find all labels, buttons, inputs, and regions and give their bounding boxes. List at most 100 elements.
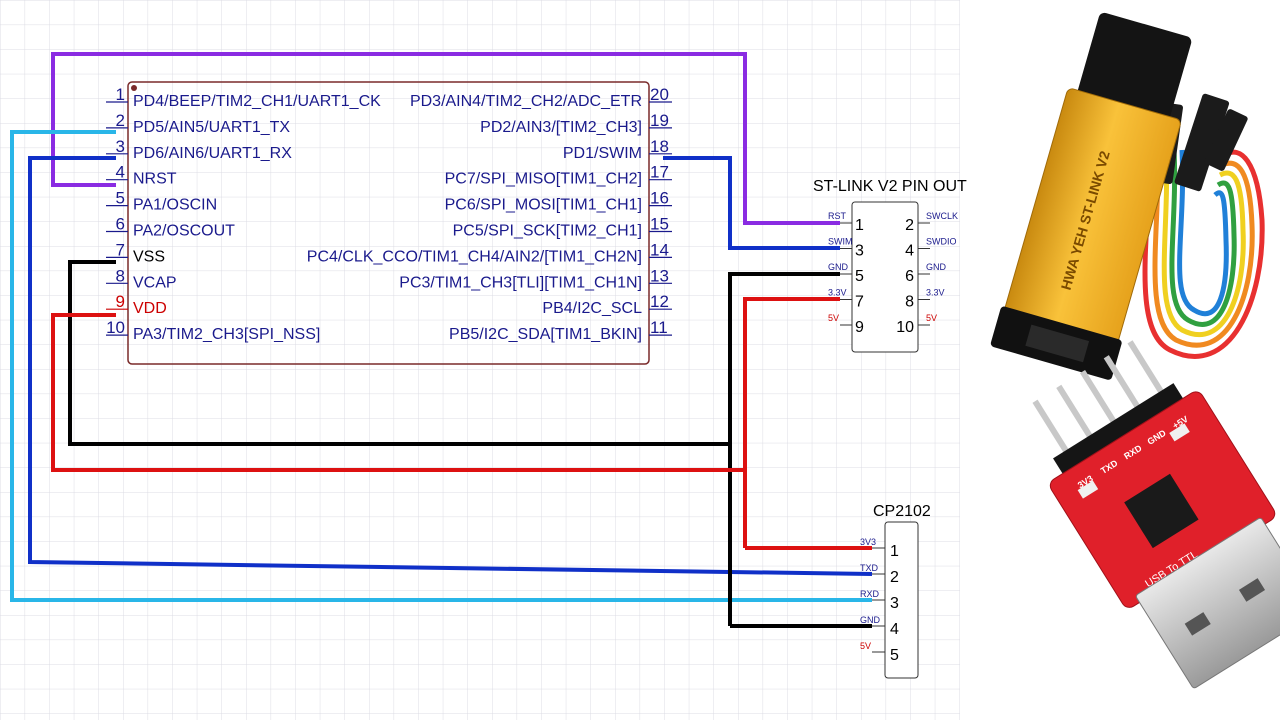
mcu-pin-name: PD2/AIN3/[TIM2_CH3]	[480, 119, 642, 136]
mcu-pin-name: VSS	[133, 248, 165, 265]
mcu-pin-name: PC3/TIM1_CH3[TLI][TIM1_CH1N]	[399, 274, 642, 291]
mcu-pin-number: 18	[650, 137, 669, 156]
mcu-pin-number: 11	[650, 318, 668, 337]
mcu-pin-number: 9	[116, 292, 125, 311]
mcu-pin-number: 14	[650, 240, 669, 259]
cp2102-pin-number: 2	[890, 569, 899, 586]
stlink-left-label: GND	[828, 262, 849, 272]
mcu-pin-13: 13 PC3/TIM1_CH3[TLI][TIM1_CH1N]	[399, 266, 672, 291]
stlink-right-number: 10	[896, 319, 914, 336]
mcu-pin-name: PD5/AIN5/UART1_TX	[133, 119, 290, 136]
mcu-pin-name: PA1/OSCIN	[133, 197, 217, 214]
cp2102-pin-2: TXD 2	[860, 563, 899, 586]
mcu-pin-8: 8 VCAP	[106, 266, 177, 291]
usb-chip	[1124, 473, 1199, 549]
mcu-pin-number: 17	[650, 163, 669, 182]
stlink-right-label: SWCLK	[926, 211, 958, 221]
wire-3v3	[743, 297, 840, 548]
mcu-pin-name: NRST	[133, 171, 177, 188]
wire-swim	[663, 156, 840, 250]
mcu-pin-9: 9 VDD	[106, 292, 167, 317]
mcu-pin-name: PB4/I2C_SCL	[542, 300, 642, 317]
mcu-pin-name: VCAP	[133, 274, 177, 291]
stlink-left-label: SWIM	[828, 237, 853, 247]
mcu-pin-name: PD1/SWIM	[563, 145, 642, 162]
mcu-body	[127, 81, 650, 365]
stlink-left-label: 5V	[828, 313, 839, 323]
cp2102-pin-number: 4	[890, 621, 899, 638]
mcu-pin-name: PC4/CLK_CCO/TIM1_CH4/AIN2/[TIM1_CH2N]	[307, 248, 642, 265]
wire-gnd	[68, 260, 730, 446]
stlink-body	[851, 201, 919, 353]
mcu-pin-number: 12	[650, 292, 669, 311]
mcu-pin-name: PD6/AIN6/UART1_RX	[133, 145, 292, 162]
stlink-left-number: 3	[855, 243, 864, 260]
wire-gnd-stlink	[728, 272, 840, 626]
mcu-pin-14: 14 PC4/CLK_CCO/TIM1_CH4/AIN2/[TIM1_CH2N]	[307, 240, 672, 265]
mcu-pin-number: 20	[650, 85, 669, 104]
mcu-pin-name: PA3/TIM2_CH3[SPI_NSS]	[133, 326, 320, 343]
stlink-right-label: SWDIO	[926, 237, 957, 247]
cp2102-pin-label: TXD	[860, 563, 879, 573]
stlink-left-label: RST	[828, 211, 847, 221]
cp2102-pin-label: GND	[860, 615, 881, 625]
mcu-pin1-dot	[131, 85, 137, 91]
mcu-pin-name: PD3/AIN4/TIM2_CH2/ADC_ETR	[410, 93, 642, 110]
mcu-pin-name: PC6/SPI_MOSI[TIM1_CH1]	[445, 197, 642, 214]
stlink-right-label: GND	[926, 262, 947, 272]
stlink-left-number: 5	[855, 268, 864, 285]
header-pins	[1032, 340, 1188, 481]
wire-rx-txd	[28, 156, 873, 576]
mcu-pin-11: 11 PB5/I2C_SDA[TIM1_BKIN]	[449, 318, 672, 343]
stlink-left-number: 1	[855, 217, 864, 234]
cp2102-pin-5: 5V5	[860, 641, 899, 664]
mcu-pin-number: 8	[116, 266, 125, 285]
usb-plug	[1135, 517, 1280, 689]
mcu-pin-name: PA2/OSCOUT	[133, 223, 235, 240]
stlink-left-number: 9	[855, 319, 864, 336]
cp2102-title: CP2102	[873, 503, 931, 520]
mcu-pin-number: 7	[116, 240, 125, 259]
cp2102-pin-label: 5V	[860, 641, 871, 651]
mcu-pin-name: PB5/I2C_SDA[TIM1_BKIN]	[449, 326, 642, 343]
stlink-right-label: 3.3V	[926, 288, 945, 298]
stlink-row-5: GND 5 6 GND	[828, 262, 947, 285]
stlink-left-number: 7	[855, 294, 864, 311]
cp2102-pin-number: 3	[890, 595, 899, 612]
wires	[10, 52, 873, 628]
stlink-right-number: 4	[905, 243, 914, 260]
stlink-right-number: 6	[905, 268, 914, 285]
mcu-pin-name: PC7/SPI_MISO[TIM1_CH2]	[445, 171, 642, 188]
stlink-v2-photo: HWA YEH ST-LINK V2	[990, 12, 1265, 380]
mcu-pin-18: 18 PD1/SWIM	[563, 137, 672, 162]
mcu-pin-15: 15 PC5/SPI_SCK[TIM2_CH1]	[453, 215, 672, 240]
wire-nrst-rst	[51, 52, 840, 225]
mcu-pin-name: PC5/SPI_SCK[TIM2_CH1]	[453, 223, 642, 240]
wire-tx-rxd	[10, 130, 872, 602]
mcu-pin-number: 13	[650, 266, 669, 285]
cp2102-pin-label: 3V3	[860, 537, 876, 547]
stlink-cap	[1077, 12, 1192, 124]
mcu-pin-name: VDD	[133, 300, 167, 317]
mcu-pin-10: 10 PA3/TIM2_CH3[SPI_NSS]	[106, 318, 320, 343]
mcu-pin-number: 10	[106, 318, 125, 337]
cp2102-pin-4: GND 4	[860, 615, 899, 638]
mcu-pin-number: 15	[650, 215, 669, 234]
